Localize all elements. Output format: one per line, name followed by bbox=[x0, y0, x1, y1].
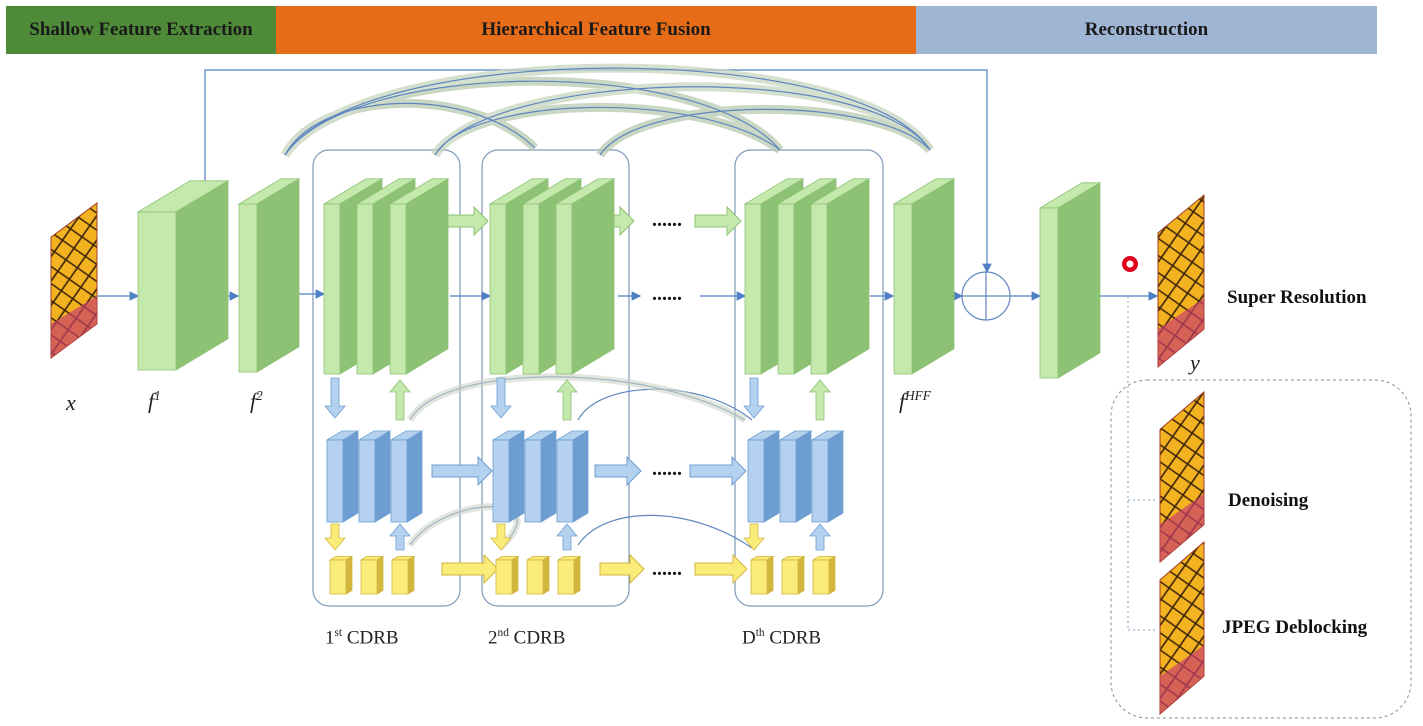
stage-shallow-feature-extraction: Shallow Feature Extraction bbox=[6, 6, 276, 54]
cdrb-d-blue-layer-3 bbox=[810, 430, 845, 523]
cdrb-d-blue-layer-1 bbox=[746, 430, 781, 523]
output-sr-butterfly-image-icon bbox=[1157, 193, 1205, 369]
cdrb-d-yellow-layer-2 bbox=[780, 555, 806, 595]
output-label: y bbox=[1190, 350, 1200, 375]
cursor-indicator bbox=[1122, 256, 1138, 272]
cdrb-1-blue-layer-2 bbox=[357, 430, 392, 523]
cdrb-2-yellow-layer-1 bbox=[494, 555, 520, 595]
feature-blocks bbox=[136, 178, 1102, 595]
cdrb-d-yellow-layer-1 bbox=[749, 555, 775, 595]
ellipsis-upper: ...... bbox=[652, 209, 682, 231]
hierarchical-arc-outlines bbox=[284, 67, 931, 156]
yellow-transfer-arrows bbox=[441, 553, 748, 585]
images bbox=[50, 193, 1205, 716]
cdrb-d-yellow-layer-3 bbox=[811, 555, 837, 595]
cdrb-1-blue-layer-1 bbox=[325, 430, 360, 523]
cdrb-2-yellow-layer-3 bbox=[556, 555, 582, 595]
cdrb-2-blue-layer-1 bbox=[491, 430, 526, 523]
sum-node-icon bbox=[961, 271, 1011, 321]
task-jpeg-deblocking: JPEG Deblocking bbox=[1222, 617, 1368, 638]
cdrb-1-yellow-layer-1 bbox=[328, 555, 354, 595]
cdrb-1-container bbox=[312, 149, 461, 607]
task-super-resolution: Super Resolution bbox=[1227, 287, 1367, 308]
f2-feature-block bbox=[237, 178, 301, 373]
ellipsis-lower: ...... bbox=[652, 558, 682, 580]
cdrb-1-yellow-layer-3 bbox=[390, 555, 416, 595]
input-label: x bbox=[66, 390, 76, 415]
output-jpeg-butterfly-image-icon bbox=[1159, 540, 1205, 716]
cdrb-1-label: 1st CDRB bbox=[325, 627, 399, 649]
other-tasks-box bbox=[1110, 379, 1412, 719]
cdrb-1-blue-layer-3 bbox=[389, 430, 424, 523]
stage-reconstruction: Reconstruction bbox=[916, 6, 1377, 54]
cdrb-2-green-layer-3 bbox=[554, 178, 616, 375]
fhff-feature-block bbox=[892, 178, 956, 375]
reconstruction-block bbox=[1038, 182, 1102, 379]
output-denoising-butterfly-image-icon bbox=[1159, 390, 1205, 564]
cdrb-d-green-layer-3 bbox=[809, 178, 871, 375]
ellipsis-middle: ...... bbox=[652, 458, 682, 480]
cdrb-2-label: 2nd CDRB bbox=[488, 627, 566, 649]
f1-feature-block bbox=[136, 180, 230, 371]
fhff-label: fHFF bbox=[899, 388, 931, 414]
cdrb-2-blue-layer-2 bbox=[523, 430, 558, 523]
vertical-arrows bbox=[324, 377, 831, 551]
cdrb-1-green-layer-3 bbox=[388, 178, 450, 375]
stage-hierarchical-feature-fusion: Hierarchical Feature Fusion bbox=[276, 6, 916, 54]
cdrb-d-container bbox=[734, 149, 884, 607]
blue-transfer-arrows bbox=[431, 455, 747, 487]
hierarchical-arcs bbox=[281, 63, 934, 158]
task-branch-lines bbox=[1127, 296, 1158, 631]
input-butterfly-image-icon bbox=[50, 202, 98, 359]
f2-label: f2 bbox=[250, 388, 263, 414]
cdrb-2-container bbox=[481, 149, 630, 607]
cdrb-d-label: Dth CDRB bbox=[742, 627, 822, 649]
ellipsis-main: ...... bbox=[652, 283, 682, 305]
task-denoising: Denoising bbox=[1228, 490, 1309, 511]
f1-label: f1 bbox=[148, 388, 161, 414]
cdrb-2-yellow-layer-2 bbox=[525, 555, 551, 595]
cdrb-d-blue-layer-2 bbox=[778, 430, 813, 523]
cdrb-2-blue-layer-3 bbox=[555, 430, 590, 523]
cdrb-1-yellow-layer-2 bbox=[359, 555, 385, 595]
